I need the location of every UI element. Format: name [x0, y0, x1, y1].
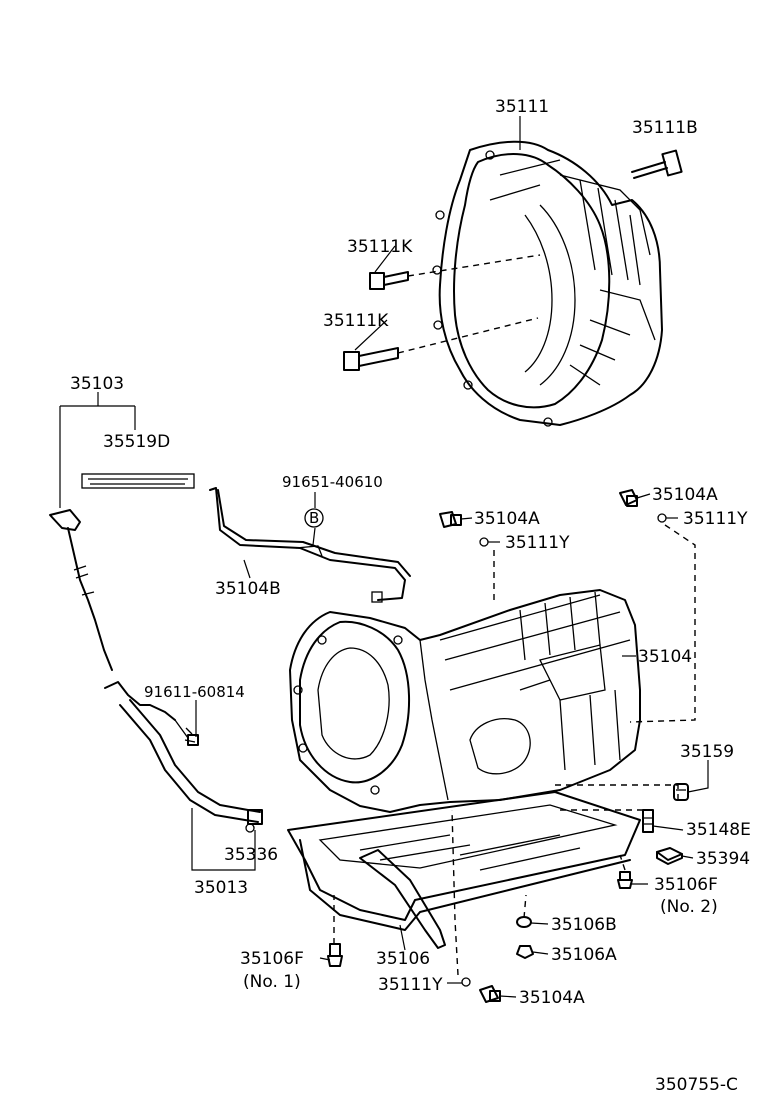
caution-label-35519D: [81, 473, 195, 489]
gasket-35106B: [516, 916, 532, 928]
bolt-35104A-bottom: [479, 985, 501, 1003]
magnet-35394: [656, 847, 683, 865]
bolt-35111K-lower: [343, 317, 539, 371]
bolt-91611-60814: [185, 727, 199, 746]
label-35148E: 35148E: [686, 820, 751, 840]
label-35111K-lower: 35111K: [323, 311, 389, 331]
o-ring-35111Y-bottom: [461, 977, 471, 987]
label-91651-40610: 91651-40610: [282, 473, 383, 491]
plug-35106F-no2: [617, 871, 633, 889]
leader-lines: [59, 116, 709, 998]
label-no1: (No. 1): [243, 972, 301, 992]
label-35103: 35103: [70, 374, 124, 394]
bolt-35104A-top-right: [619, 489, 638, 507]
label-35104A-bottom: 35104A: [519, 988, 585, 1008]
oil-cooler-tube: [209, 487, 411, 603]
label-35336: 35336: [224, 845, 278, 865]
label-35111K-upper: 35111K: [347, 237, 413, 257]
label-35111Y-right: 35111Y: [683, 509, 748, 529]
figure-code: 350755-C: [655, 1075, 738, 1095]
label-35106B: 35106B: [551, 915, 617, 935]
o-ring-35111Y-right: [657, 513, 667, 523]
label-35519D: 35519D: [103, 432, 170, 452]
label-no2: (No. 2): [660, 897, 718, 917]
sensor-35159: [673, 783, 689, 801]
label-35013: 35013: [194, 878, 248, 898]
label-35394: 35394: [696, 849, 750, 869]
label-35111: 35111: [495, 97, 549, 117]
label-35106A: 35106A: [551, 945, 617, 965]
label-35104: 35104: [638, 647, 692, 667]
label-91611-60814: 91611-60814: [144, 683, 245, 701]
transmission-case: [289, 589, 641, 813]
label-35111Y-bottom: 35111Y: [378, 975, 443, 995]
label-35106F-no2: 35106F: [654, 875, 718, 895]
label-35104B: 35104B: [215, 579, 281, 599]
label-35106F-no1: 35106F: [240, 949, 304, 969]
bolt-35111B: [631, 149, 683, 179]
bolt-35104A-mid: [439, 511, 462, 528]
bolt-35111K-upper: [369, 254, 541, 290]
label-35106: 35106: [376, 949, 430, 969]
assembly-lines: [333, 524, 696, 976]
plug-35148E: [642, 809, 654, 833]
marker-circle-b: [304, 508, 324, 528]
label-35111B: 35111B: [632, 118, 698, 138]
converter-housing: [432, 140, 663, 427]
label-35104A-mid: 35104A: [474, 509, 540, 529]
label-35104A-top-right: 35104A: [652, 485, 718, 505]
label-35111Y-mid: 35111Y: [505, 533, 570, 553]
label-35159: 35159: [680, 742, 734, 762]
dipstick: [49, 509, 113, 671]
o-ring-35111Y-mid: [479, 537, 489, 547]
marker-b-text: B: [309, 509, 319, 527]
oil-filler-tube: [104, 681, 263, 833]
plug-35106F-no1: [327, 943, 343, 967]
plug-35106A: [516, 945, 534, 959]
